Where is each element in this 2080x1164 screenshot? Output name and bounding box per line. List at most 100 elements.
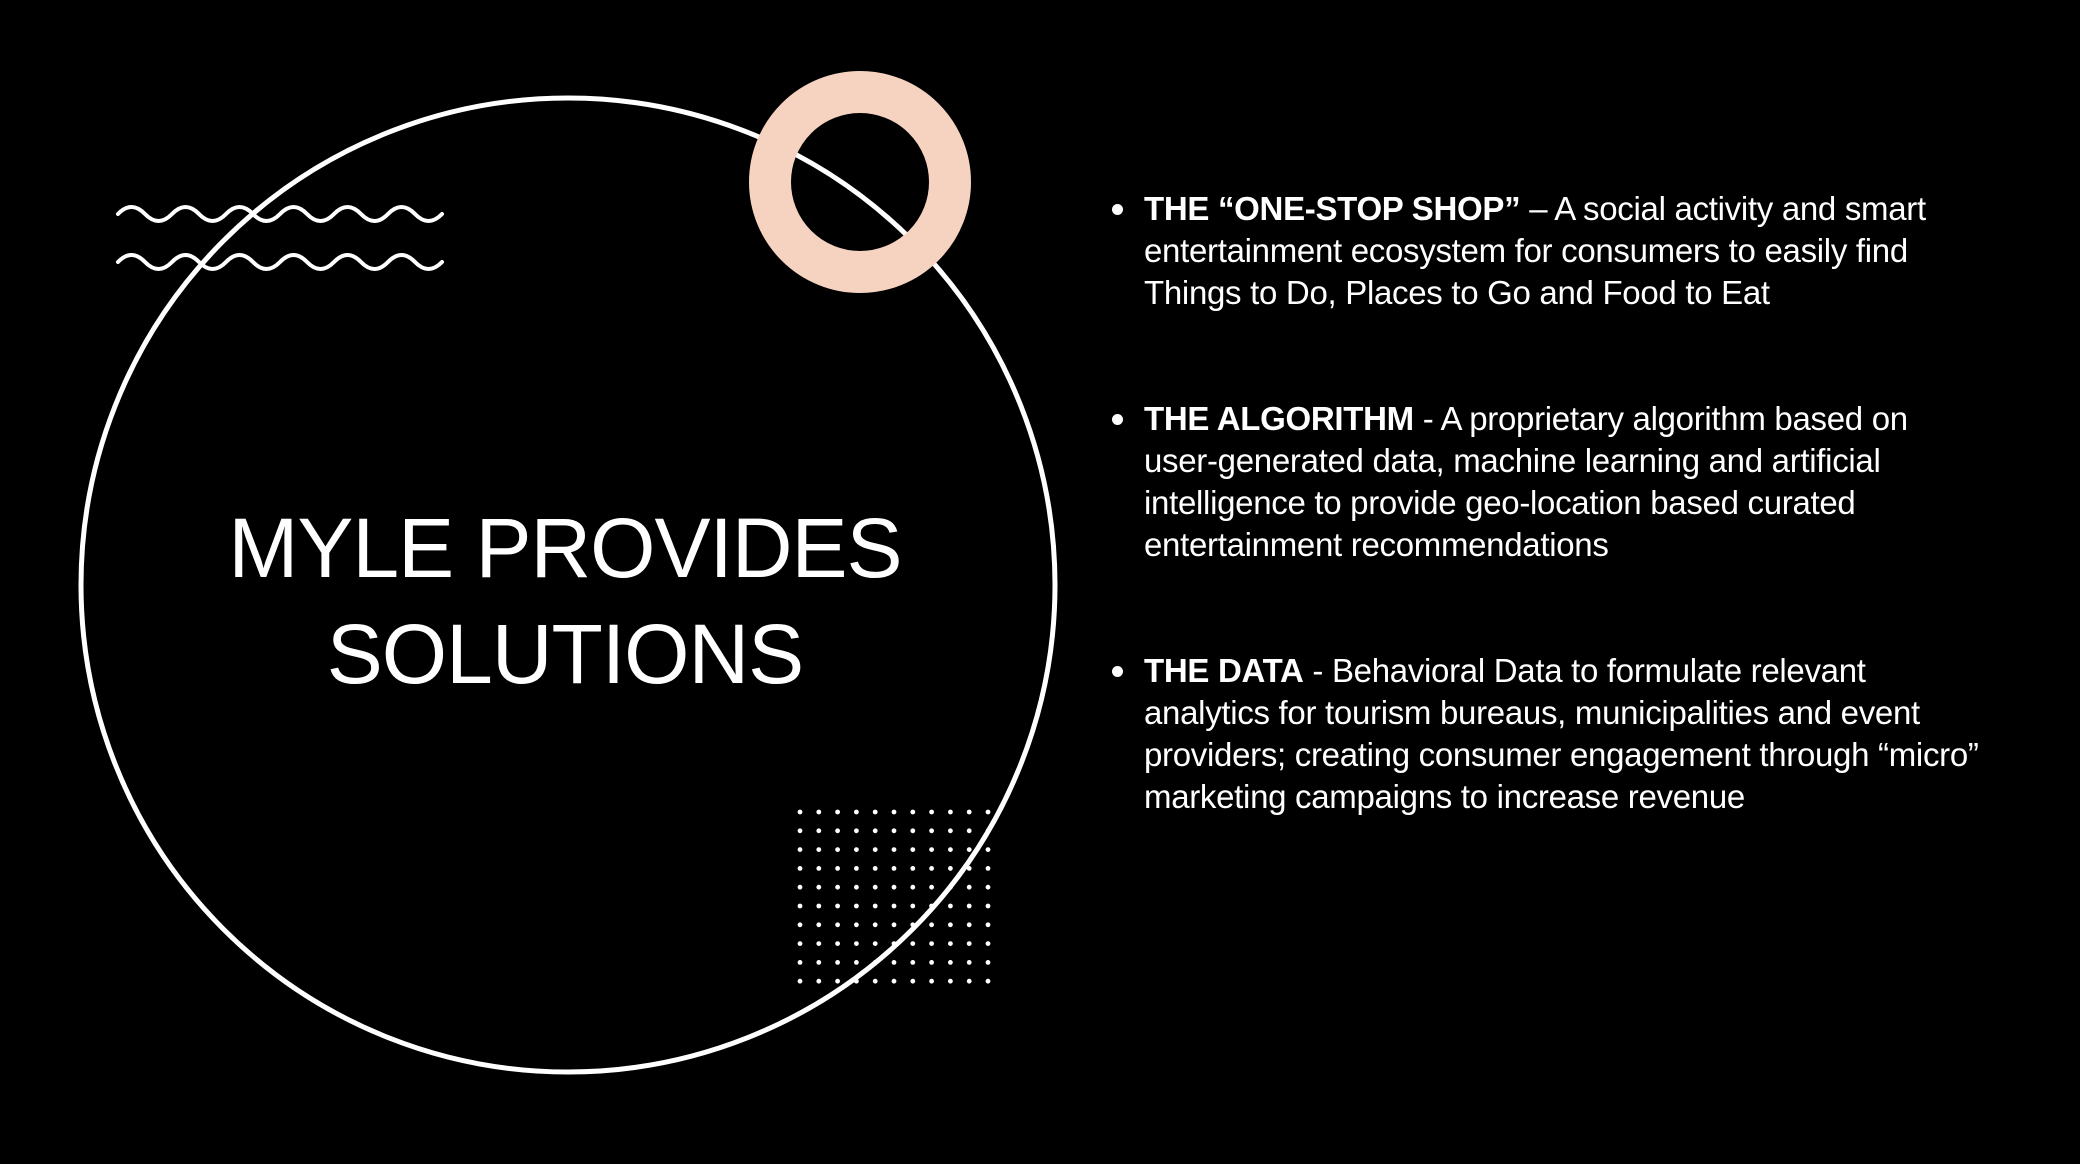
grid-dot [929, 903, 934, 909]
grid-dot [872, 884, 878, 890]
grid-dot [872, 847, 878, 852]
grid-dot [985, 941, 991, 946]
grid-dot [854, 903, 859, 909]
grid-dot [891, 847, 897, 852]
grid-dot [929, 922, 934, 928]
grid-dot [816, 809, 822, 815]
grid-dot [891, 903, 897, 909]
grid-dot [835, 828, 840, 834]
grid-dot [797, 960, 803, 965]
grid-dot [966, 828, 972, 834]
grid-dot [948, 809, 953, 815]
bullet-dot-icon [1112, 204, 1123, 215]
bullet-text: - A proprietary algorithm based on user-… [1144, 400, 1908, 563]
grid-dot [872, 903, 878, 909]
grid-dot [854, 809, 859, 815]
grid-dot [797, 922, 803, 928]
grid-dot [835, 978, 840, 984]
grid-dot [929, 941, 934, 946]
grid-dot [910, 809, 916, 815]
grid-dot [929, 828, 934, 834]
grid-dot [797, 847, 803, 852]
grid-dot [910, 828, 916, 834]
grid-dot [948, 828, 953, 834]
grid-dot [966, 809, 972, 815]
bullet-text: – A social activity and smart entertainm… [1144, 190, 1926, 311]
grid-dot [966, 941, 972, 946]
grid-dot [948, 903, 953, 909]
grid-dot [948, 941, 953, 946]
wavy-lines-icon [116, 205, 444, 271]
grid-dot [985, 903, 991, 909]
grid-dot [891, 941, 897, 946]
grid-dot [985, 828, 991, 834]
grid-dot [872, 828, 878, 834]
grid-dot [966, 922, 972, 928]
grid-dot [985, 884, 991, 890]
grid-dot [948, 978, 953, 984]
grid-dot [948, 960, 953, 965]
grid-dot [910, 978, 916, 984]
grid-dot [854, 941, 859, 946]
bullet-dot-icon [1112, 414, 1123, 425]
grid-dot [948, 847, 953, 852]
grid-dot [797, 978, 803, 984]
grid-dot [966, 903, 972, 909]
grid-dot [854, 978, 859, 984]
grid-dot [966, 884, 972, 890]
grid-dot [985, 809, 991, 815]
grid-dot [910, 866, 916, 871]
grid-dot [854, 884, 859, 890]
grid-dot [816, 828, 822, 834]
grid-dot [872, 941, 878, 946]
grid-dot [816, 903, 822, 909]
grid-dot [797, 866, 803, 871]
grid-dot [910, 903, 916, 909]
grid-dot [985, 922, 991, 928]
title-line-2: SOLUTIONS [326, 607, 804, 701]
grid-dot [872, 978, 878, 984]
grid-dot [929, 884, 934, 890]
grid-dot [910, 922, 916, 928]
dot-grid-pattern [797, 809, 991, 984]
bullet-dot-icon [1112, 666, 1123, 677]
grid-dot [985, 978, 991, 984]
bullet-lead: THE DATA [1144, 652, 1304, 689]
grid-dot [835, 809, 840, 815]
grid-dot [872, 922, 878, 928]
big-outline-circle [78, 95, 1058, 1075]
grid-dot [891, 978, 897, 984]
bullet-item-algorithm: THE ALGORITHM - A proprietary algorithm … [1108, 398, 1988, 566]
grid-dot [985, 847, 991, 852]
grid-dot [835, 922, 840, 928]
grid-dot [985, 866, 991, 871]
grid-dot [891, 922, 897, 928]
grid-dot [891, 884, 897, 890]
grid-dot [854, 866, 859, 871]
bullet-item-data: THE DATA - Behavioral Data to formulate … [1108, 650, 1988, 818]
bullet-lead: THE ALGORITHM [1144, 400, 1414, 437]
grid-dot [910, 960, 916, 965]
grid-dot [835, 847, 840, 852]
grid-dot [854, 828, 859, 834]
bullet-list: THE “ONE-STOP SHOP” – A social activity … [1108, 188, 1988, 818]
grid-dot [835, 866, 840, 871]
grid-dot [872, 866, 878, 871]
grid-dot [854, 847, 859, 852]
grid-dot [816, 978, 822, 984]
grid-dot [797, 809, 803, 815]
grid-dot [910, 941, 916, 946]
grid-dot [929, 978, 934, 984]
grid-dot [948, 922, 953, 928]
grid-dot [854, 960, 859, 965]
grid-dot [816, 922, 822, 928]
grid-dot [929, 847, 934, 852]
grid-dot [854, 922, 859, 928]
grid-dot [816, 866, 822, 871]
slide-title: MYLE PROVIDES SOLUTIONS [165, 495, 965, 707]
grid-dot [891, 809, 897, 815]
bullet-text: - Behavioral Data to formulate relevant … [1144, 652, 1979, 815]
grid-dot [816, 884, 822, 890]
grid-dot [797, 903, 803, 909]
